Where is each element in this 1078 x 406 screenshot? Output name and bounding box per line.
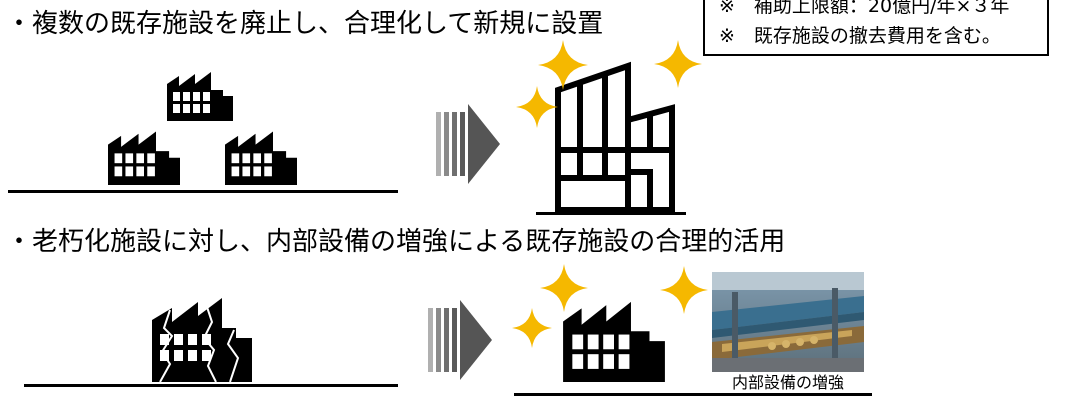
- factory-icon: [563, 301, 665, 382]
- damaged-factory-icon: [152, 298, 252, 382]
- note-box: ※ 補助上限額：20億円/年×３年 ※ 既存施設の撤去費用を含む。: [703, 0, 1049, 56]
- photo-caption: 内部設備の増強: [731, 373, 844, 392]
- ground-line: [8, 190, 398, 193]
- factory-icon: [167, 72, 233, 121]
- ground-line: [24, 384, 398, 387]
- sparkle-icon: [540, 264, 588, 312]
- factory-icon: [108, 131, 180, 185]
- heading-reinforcement: ・老朽化施設に対し、内部設備の増強による既存施設の合理的活用: [6, 227, 786, 257]
- sparkle-icon: [654, 40, 702, 88]
- sparkle-icon: [660, 266, 708, 314]
- new-facility-icon: [555, 61, 675, 213]
- factory-icon: [225, 131, 297, 185]
- heading-consolidation: ・複数の既存施設を廃止し、合理化して新規に設置: [6, 9, 604, 39]
- arrow-right-icon: [428, 300, 492, 380]
- sparkle-icon: [538, 40, 588, 90]
- sparkle-icon: [512, 308, 552, 348]
- arrow-right-icon: [436, 104, 500, 184]
- note-subsidy-limit: ※ 補助上限額：20億円/年×３年: [719, 0, 1010, 17]
- ground-line: [514, 393, 872, 396]
- ground-line: [536, 212, 686, 215]
- sparkle-icon: [516, 86, 558, 128]
- equipment-photo: [712, 272, 864, 372]
- note-removal-cost: ※ 既存施設の撤去費用を含む。: [719, 25, 1001, 47]
